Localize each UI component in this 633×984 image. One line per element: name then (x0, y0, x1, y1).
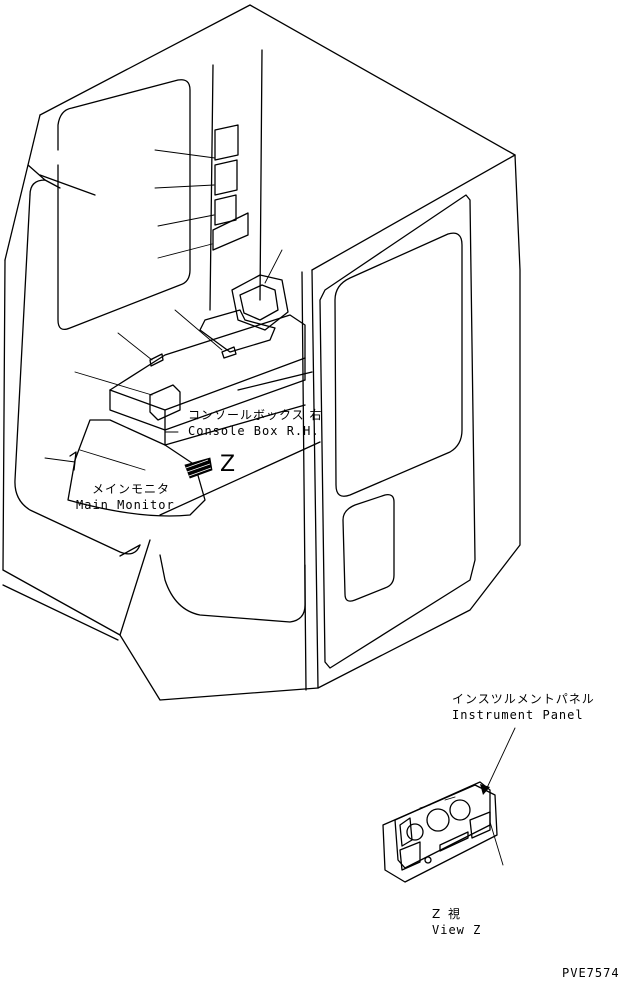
front-windshield (14, 79, 191, 555)
instrument-panel (382, 727, 516, 883)
window-pillars (209, 49, 263, 311)
main-monitor (44, 419, 321, 623)
console-box (74, 249, 313, 446)
pillar-decals (154, 124, 249, 259)
z-view-arrow (184, 457, 213, 479)
cab-shell (2, 4, 521, 701)
side-door (319, 194, 476, 669)
